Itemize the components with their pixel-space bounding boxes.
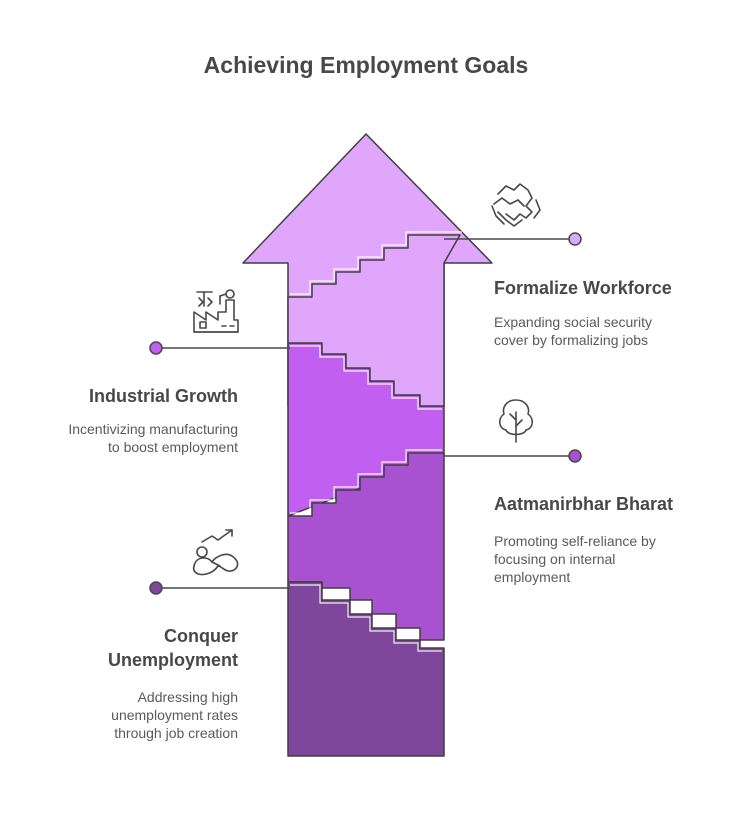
connectors (156, 238, 575, 589)
handshake-icon (491, 183, 541, 227)
tree-icon (498, 399, 534, 443)
connector-dot-aatmanirbhar (568, 449, 582, 463)
step-highlights (290, 231, 462, 652)
step-description: Expanding social security cover by forma… (494, 314, 652, 348)
step-description: Promoting self-reliance by focusing on i… (494, 533, 656, 585)
step-description: Addressing high unemployment rates throu… (111, 689, 238, 741)
segment-conquer-unemployment (287, 581, 445, 757)
step-title: Industrial Growth (88, 386, 238, 406)
factory-icon (193, 289, 239, 333)
step-title: Conquer Unemployment (107, 626, 238, 670)
connector-dot-conquer (149, 581, 163, 595)
rising-person-icon (192, 529, 239, 576)
connector-dot-formalize (568, 232, 582, 246)
page-title: Achieving Employment Goals (203, 52, 529, 78)
step-title: Formalize Workforce (494, 278, 672, 298)
segment-aatmanirbhar-bharat (287, 452, 445, 641)
segment-formalize-workforce (287, 234, 461, 407)
step-title: Aatmanirbhar Bharat (494, 494, 674, 514)
connector-dot-industrial (149, 341, 163, 355)
step-description: Incentivizing manufacturing to boost emp… (68, 421, 238, 455)
